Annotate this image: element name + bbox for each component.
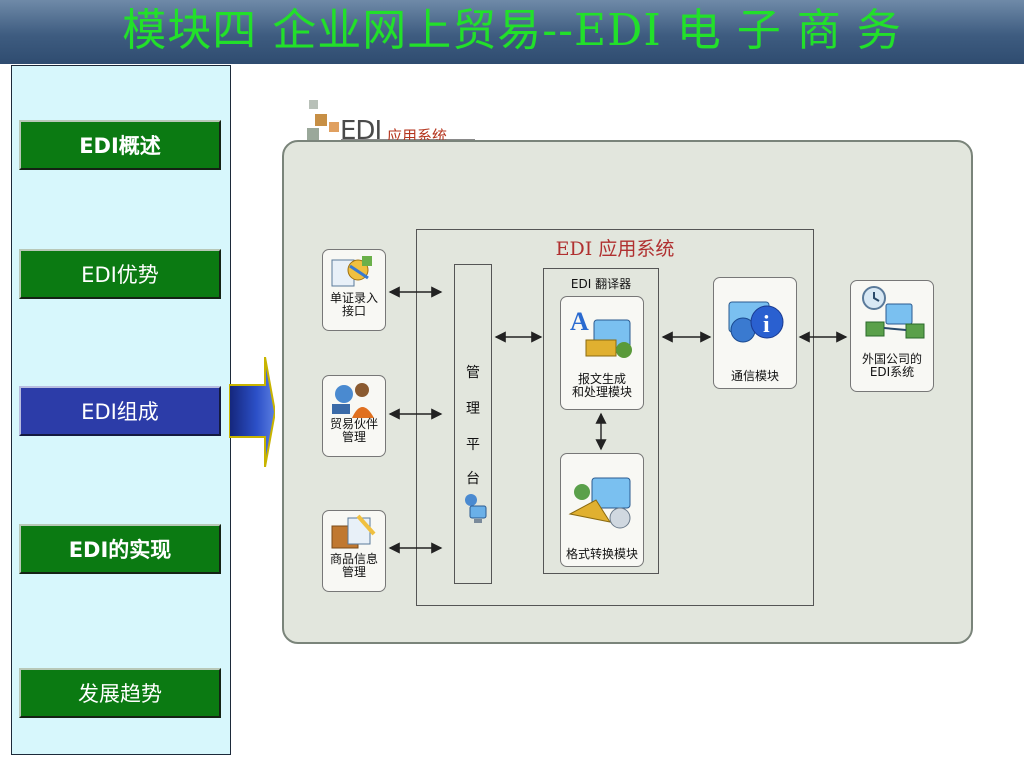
document-entry-icon bbox=[331, 256, 372, 287]
module-communication-label: 通信模块 bbox=[730, 369, 779, 383]
platform-char: 理 bbox=[466, 401, 480, 417]
edi-system-title: EDI 应用系统 bbox=[555, 238, 675, 260]
module-message-label: 报文生成 和处理模块 bbox=[571, 372, 632, 399]
nav-button-advantages[interactable]: EDI优势 bbox=[19, 249, 221, 299]
management-platform-box bbox=[454, 264, 492, 584]
nav-button-trends[interactable]: 发展趋势 bbox=[19, 668, 221, 718]
goods-info-icon bbox=[331, 514, 376, 549]
trading-partner-icon bbox=[332, 383, 374, 418]
format-conversion-icon bbox=[568, 477, 631, 529]
svg-text:A: A bbox=[570, 307, 589, 336]
foreign-network-icon bbox=[862, 286, 925, 339]
edi-translator-box bbox=[543, 268, 659, 574]
module-foreign-label: 外国公司的 EDI系统 bbox=[861, 352, 922, 379]
module-format-label: 格式转换模块 bbox=[565, 547, 638, 561]
module-entry-label: 单证录入 接口 bbox=[329, 291, 378, 318]
current-section-arrow-icon bbox=[229, 357, 275, 467]
nav-button-implementation[interactable]: EDI的实现 bbox=[19, 524, 221, 574]
platform-char: 台 bbox=[466, 471, 480, 487]
page-title: 模块四 企业网上贸易--EDI 电 子 商 务 bbox=[122, 5, 902, 56]
nav-button-components[interactable]: EDI组成 bbox=[19, 386, 221, 436]
communication-info-icon: i bbox=[728, 301, 784, 343]
message-processing-icon: A bbox=[570, 307, 632, 358]
title-bar bbox=[0, 0, 1024, 64]
module-partner-label: 贸易伙伴 管理 bbox=[329, 417, 378, 444]
svg-text:i: i bbox=[763, 312, 770, 338]
platform-computer-icon bbox=[465, 494, 487, 523]
nav-button-overview[interactable]: EDI概述 bbox=[19, 120, 221, 170]
platform-char: 管 bbox=[466, 365, 480, 381]
edi-translator-title: EDI 翻译器 bbox=[570, 277, 632, 291]
module-goods-label: 商品信息 管理 bbox=[329, 552, 378, 579]
platform-char: 平 bbox=[466, 437, 480, 453]
